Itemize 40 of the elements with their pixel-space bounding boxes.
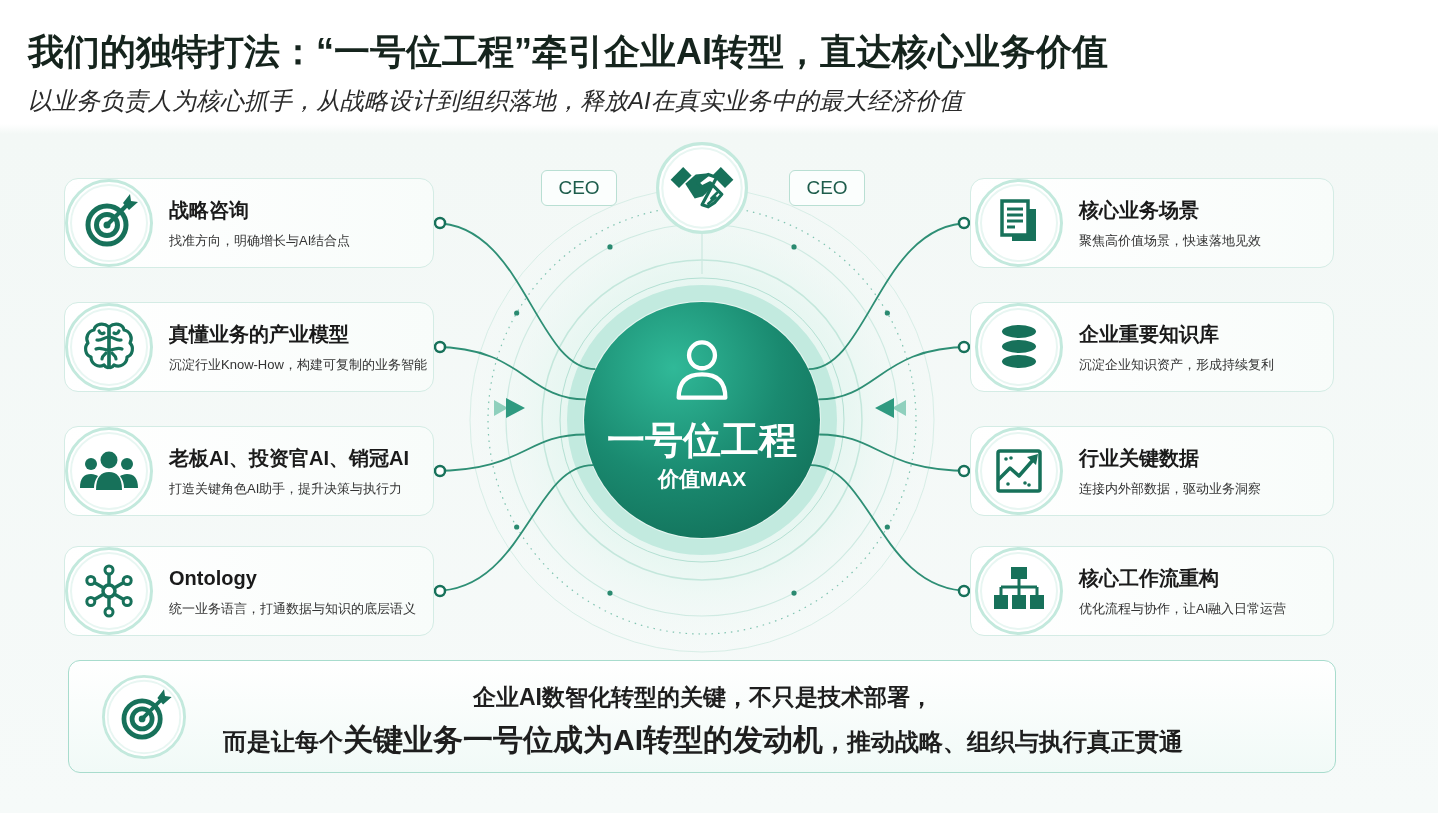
card-description: 沉淀行业Know-How，构建可复制的业务智能 (169, 356, 427, 374)
connector (433, 341, 587, 401)
feature-card (64, 302, 434, 392)
tag-box: CEO (541, 170, 617, 206)
feature-card (970, 178, 1334, 268)
tag-box: CEO (789, 170, 865, 206)
feature-card (64, 546, 434, 636)
feature-card (64, 178, 434, 268)
card-description: 优化流程与协作，让AI融入日常运营 (1079, 600, 1287, 618)
hub-title: 一号位工程 (607, 418, 797, 462)
page-title: 我们的独特打法：“一号位工程”牵引企业AI转型，直达核心业务价值 (28, 30, 1108, 74)
connector (433, 464, 594, 597)
card-title: 战略咨询 (169, 198, 249, 222)
banner-text: 企业AI数智化转型的关键，不只是技术部署， (473, 683, 933, 712)
card-title: 核心业务场景 (1079, 198, 1199, 222)
connector (433, 217, 597, 371)
card-title: 老板AI、投资官AI、销冠AI (169, 446, 409, 470)
feature-card (64, 426, 434, 516)
connector (818, 433, 971, 478)
feature-card (970, 426, 1334, 516)
connector (807, 217, 971, 371)
card-title: 核心工作流重构 (1079, 566, 1219, 590)
card-description: 统一业务语言，打通数据与知识的底层语义 (169, 600, 416, 618)
card-description: 沉淀企业知识资产，形成持续复利 (1079, 356, 1274, 374)
feature-card (970, 546, 1334, 636)
card-title: Ontology (169, 566, 257, 590)
hub-subtitle: 价值MAX (657, 466, 747, 492)
card-title: 企业重要知识库 (1079, 322, 1219, 346)
card-title: 真懂业务的产业模型 (169, 322, 349, 346)
connector (817, 341, 971, 401)
card-description: 打造关键角色AI助手，提升决策与执行力 (169, 480, 403, 498)
connector (433, 433, 586, 478)
card-title: 行业关键数据 (1079, 446, 1199, 470)
card-description: 找准方向，明确增长与AI结合点 (169, 232, 351, 250)
card-description: 连接内外部数据，驱动业务洞察 (1079, 480, 1261, 498)
connector (810, 464, 971, 597)
feature-card (970, 302, 1334, 392)
banner-box (68, 660, 1336, 773)
card-description: 聚焦高价值场景，快速落地见效 (1079, 232, 1261, 250)
banner-text: 而是让每个关键业务一号位成为AI转型的发动机，推动战略、组织与执行真正贯通 (223, 722, 1183, 758)
